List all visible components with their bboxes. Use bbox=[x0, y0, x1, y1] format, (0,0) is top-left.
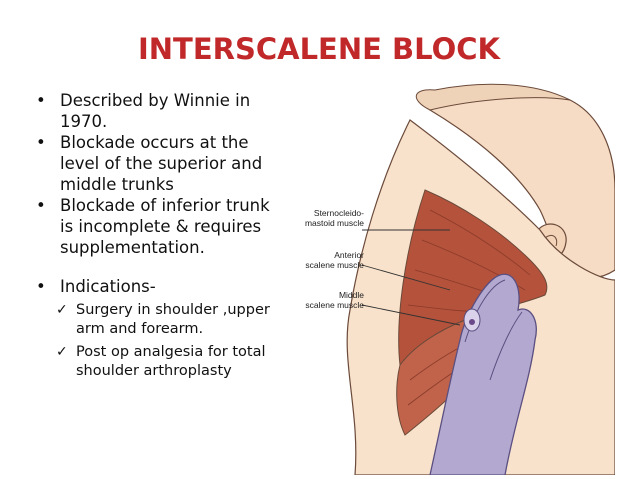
bullet-item: • Described by Winnie in 1970. bbox=[30, 90, 300, 132]
label-line: Middle bbox=[338, 290, 364, 300]
label-middle-scalene: Middle scalene muscle bbox=[300, 290, 364, 310]
leader-line-middle bbox=[361, 304, 461, 326]
bullet-dot-icon: • bbox=[36, 91, 46, 110]
sub-bullet-item: ✓ Post op analgesia for total shoulder a… bbox=[30, 343, 300, 381]
bullet-dot-icon: • bbox=[36, 196, 46, 215]
bullet-dot-icon: • bbox=[36, 133, 46, 152]
bullet-line: 1970. bbox=[60, 112, 108, 131]
slide-title: INTERSCALENE BLOCK bbox=[137, 32, 501, 66]
label-line: scalene muscle bbox=[305, 260, 364, 270]
label-line: Sternocleido- bbox=[313, 208, 364, 218]
neck-anatomy-drawing bbox=[346, 83, 616, 476]
sub-bullet-line: Surgery in shoulder ,upper bbox=[76, 302, 270, 318]
sub-bullet-line: Post op analgesia for total bbox=[76, 344, 266, 360]
anatomy-illustration: Sternocleido- mastoid muscle Anterior sc… bbox=[300, 80, 616, 476]
bullet-line: level of the superior and bbox=[60, 154, 263, 173]
label-anterior-scalene: Anterior scalene muscle bbox=[300, 250, 364, 270]
sub-bullet-line: arm and forearm. bbox=[76, 321, 204, 337]
bullet-line: middle trunks bbox=[60, 175, 174, 194]
label-line: Anterior bbox=[334, 250, 364, 260]
bullet-line: is incomplete & requires bbox=[60, 217, 262, 236]
checkmark-icon: ✓ bbox=[56, 302, 68, 318]
label-line: scalene muscle bbox=[305, 300, 364, 310]
bullet-item: • Blockade of inferior trunk is incomple… bbox=[30, 195, 300, 258]
hair bbox=[415, 83, 571, 111]
bullet-line: supplementation. bbox=[60, 238, 205, 257]
indications-label: Indications- bbox=[60, 277, 156, 296]
label-sternocleidomastoid: Sternocleido- mastoid muscle bbox=[300, 208, 364, 228]
bullet-dot-icon: • bbox=[36, 277, 46, 296]
bullet-line: Described by Winnie in bbox=[60, 91, 251, 110]
checkmark-icon: ✓ bbox=[56, 344, 68, 360]
leader-line-anterior bbox=[361, 264, 451, 291]
label-line: mastoid muscle bbox=[304, 218, 364, 228]
gloved-hand bbox=[429, 273, 537, 476]
indications-item: • Indications- bbox=[30, 276, 300, 297]
bullet-list: • Described by Winnie in 1970. • Blockad… bbox=[30, 90, 300, 381]
bullet-line: Blockade of inferior trunk bbox=[60, 196, 270, 215]
bullet-line: Blockade occurs at the bbox=[60, 133, 249, 152]
sub-bullet-item: ✓ Surgery in shoulder ,upper arm and for… bbox=[30, 301, 300, 339]
bullet-item: • Blockade occurs at the level of the su… bbox=[30, 132, 300, 195]
sub-bullet-line: shoulder arthroplasty bbox=[76, 363, 232, 379]
